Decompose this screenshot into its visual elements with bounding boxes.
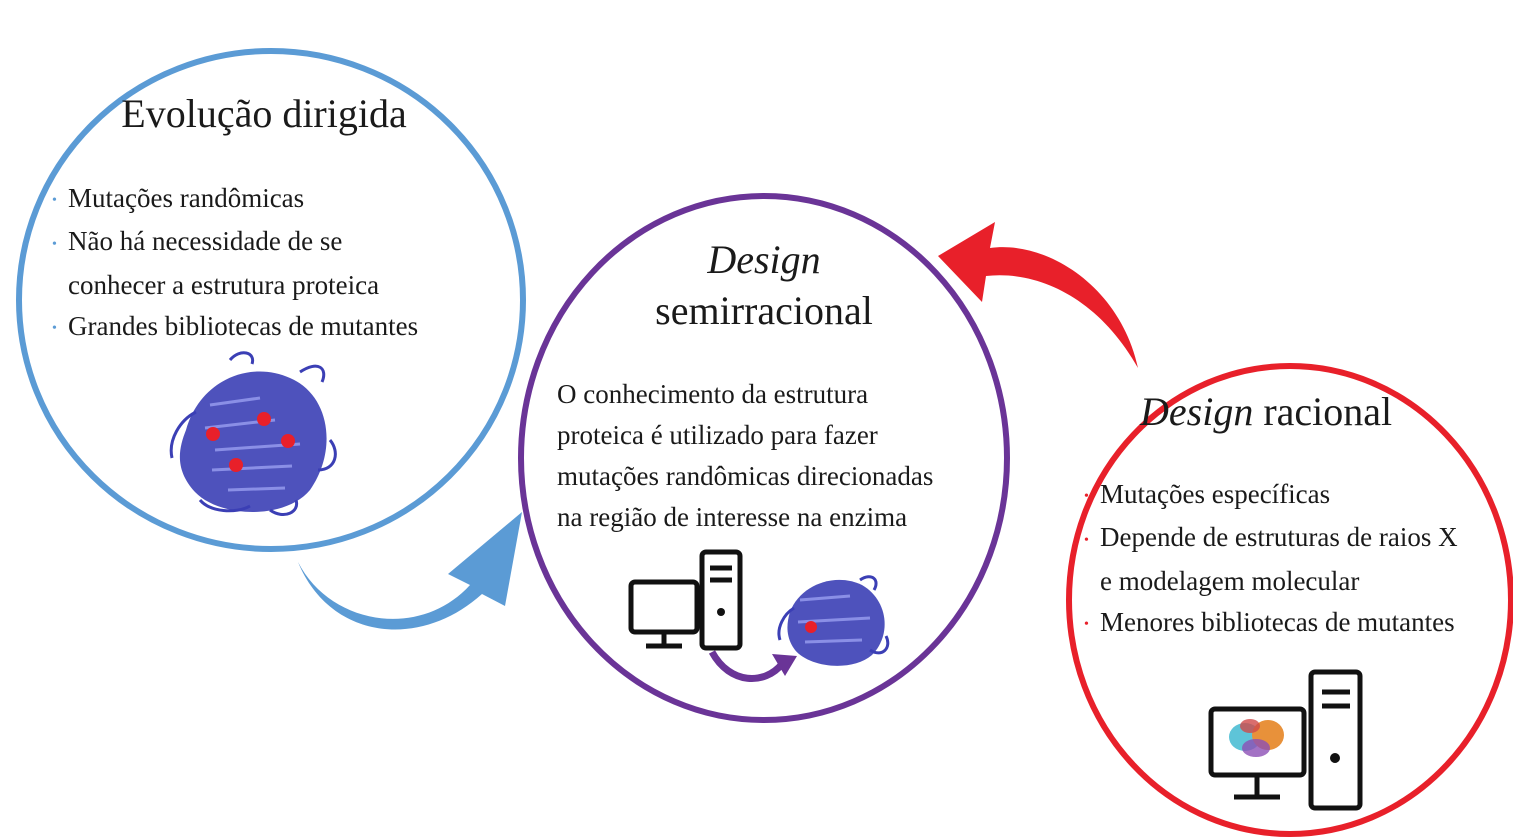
list-item: • Grandes bibliotecas de mutantes <box>52 306 418 349</box>
list-item-continuation: e modelagem molecular <box>1084 561 1458 602</box>
bullet-text: Mutações específicas <box>1100 479 1331 509</box>
list-item: • Mutações randômicas <box>52 178 418 221</box>
bullet-text: Mutações randômicas <box>68 183 305 213</box>
directed-evolution-list: • Mutações randômicas • Não há necessidade… <box>52 178 418 349</box>
directed-evolution-title: Evolução dirigida <box>121 91 407 136</box>
bullet-text: Grandes bibliotecas de mutantes <box>68 310 419 341</box>
semirational-title-italic: Design <box>707 237 821 282</box>
bullet-text: Não há necessidade de se <box>68 226 343 257</box>
semirational-title-rest: semirracional <box>655 288 873 333</box>
description-line: O conhecimento da estrutura <box>557 379 869 409</box>
list-item: • Menores bibliotecas de mutantes <box>1084 602 1458 645</box>
bullet-icon: • <box>1084 532 1089 548</box>
semirational-title: Design semirracional <box>614 236 914 334</box>
description-line: proteica é utilizado para fazer <box>557 420 878 450</box>
computer-icon <box>628 549 743 651</box>
computer-with-protein-model-icon <box>1208 669 1363 811</box>
list-item: • Mutações específicas <box>1084 474 1458 517</box>
blue-arrow <box>298 512 522 630</box>
description-line: na região de interesse na enzima <box>557 502 908 532</box>
protein-structure-with-random-mutations-icon <box>169 351 337 516</box>
bullet-icon: • <box>1084 489 1089 505</box>
semirational-description: O conhecimento da estrutura proteica é u… <box>557 374 933 538</box>
bullet-text: e modelagem molecular <box>1100 565 1360 596</box>
rational-title: Design racional <box>1140 388 1392 435</box>
rational-title-italic: Design <box>1140 389 1254 434</box>
bullet-icon: • <box>52 193 57 209</box>
rational-list: • Mutações específicas • Depende de estrut… <box>1084 474 1458 645</box>
bullet-icon: • <box>1084 616 1089 632</box>
protein-structure-icon <box>777 575 890 666</box>
bullet-text: conhecer a estrutura proteica <box>68 269 380 300</box>
bullet-icon: • <box>52 320 57 336</box>
semirational-circle <box>518 193 1010 723</box>
list-item-continuation: conhecer a estrutura proteica <box>52 265 418 306</box>
arrow-icon <box>708 650 797 682</box>
list-item: • Não há necessidade de se <box>52 221 418 264</box>
directed-evolution-circle <box>16 48 526 552</box>
list-item: • Depende de estruturas de raios X <box>1084 517 1458 560</box>
rational-circle <box>1066 363 1513 837</box>
bullet-text: Depende de estruturas de raios X <box>1100 522 1458 553</box>
bullet-text: Menores bibliotecas de mutantes <box>1100 606 1455 637</box>
rational-title-rest: racional <box>1263 389 1393 434</box>
bullet-icon: • <box>52 236 57 252</box>
description-line: mutações randômicas direcionadas <box>557 461 934 491</box>
red-arrow <box>938 222 1138 368</box>
